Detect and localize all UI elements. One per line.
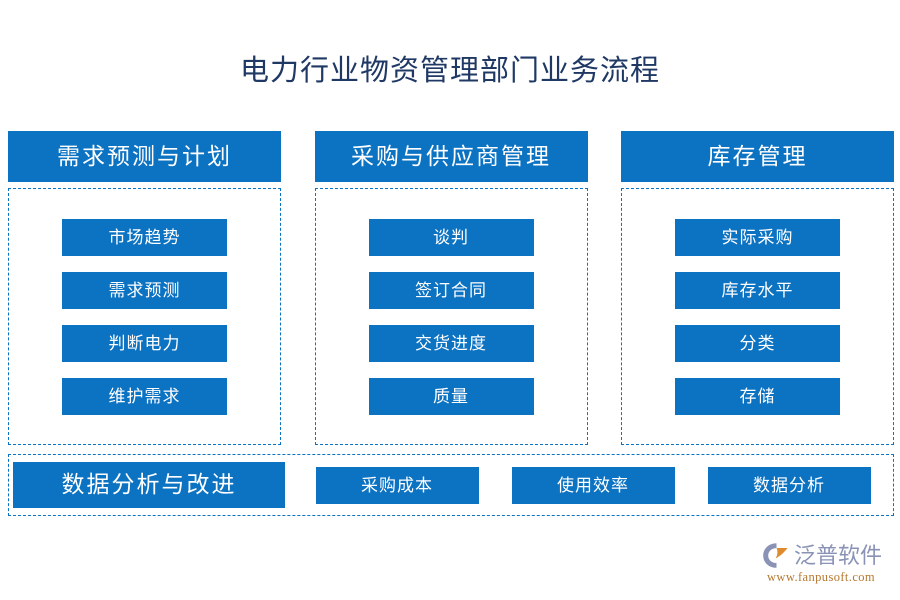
page-title: 电力行业物资管理部门业务流程 [239,55,660,87]
bottom-header-data-analysis[interactable]: 数据分析与改进 [13,462,285,508]
bottom-section-data-analysis: 数据分析与改进 采购成本 使用效率 数据分析 [8,454,894,516]
process-columns: 需求预测与计划 市场趋势 需求预测 判断电力 维护需求 采购与供应商管理 谈判 … [8,131,894,445]
fanpu-swoosh-icon [763,542,788,568]
process-item[interactable]: 维护需求 [62,377,227,415]
process-item[interactable]: 签订合同 [368,271,534,309]
process-item[interactable]: 判断电力 [62,324,227,362]
bottom-items-group: 采购成本 使用效率 数据分析 [285,466,893,504]
column-header-demand-forecast[interactable]: 需求预测与计划 [8,131,281,182]
process-item[interactable]: 市场趋势 [62,218,227,256]
process-column-procurement-supplier: 采购与供应商管理 谈判 签订合同 交货进度 质量 [314,131,588,445]
brand-logo: 泛普软件 www.fanpusoft.com [762,540,888,590]
process-column-demand-forecast: 需求预测与计划 市场趋势 需求预测 判断电力 维护需求 [8,131,281,445]
brand-logo-row: 泛普软件 [762,540,882,570]
brand-logo-url: www.fanpusoft.com [767,570,876,584]
process-item[interactable]: 存储 [675,377,840,415]
process-column-inventory: 库存管理 实际采购 库存水平 分类 存储 [621,131,894,445]
process-item[interactable]: 使用效率 [511,466,675,504]
column-header-inventory[interactable]: 库存管理 [621,131,894,182]
column-body-demand-forecast: 市场趋势 需求预测 判断电力 维护需求 [8,188,281,445]
brand-logo-name: 泛普软件 [794,542,883,568]
process-item[interactable]: 库存水平 [675,271,840,309]
column-body-inventory: 实际采购 库存水平 分类 存储 [621,188,894,445]
process-item[interactable]: 分类 [675,324,840,362]
process-item[interactable]: 数据分析 [707,466,871,504]
column-header-procurement-supplier[interactable]: 采购与供应商管理 [314,131,588,182]
process-item[interactable]: 交货进度 [368,324,534,362]
process-item[interactable]: 采购成本 [315,466,479,504]
process-item[interactable]: 质量 [368,377,534,415]
process-item[interactable]: 谈判 [368,218,534,256]
column-body-procurement-supplier: 谈判 签订合同 交货进度 质量 [314,188,588,445]
process-item[interactable]: 实际采购 [675,218,840,256]
process-item[interactable]: 需求预测 [62,271,227,309]
